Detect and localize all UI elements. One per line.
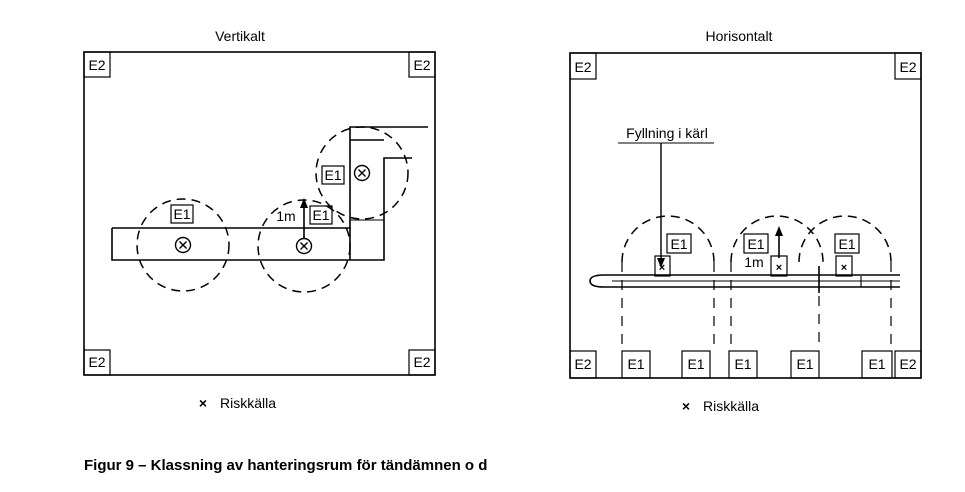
corner-zone-box [569, 52, 597, 80]
duct-upper-edge [112, 126, 428, 229]
floor-zone-e1-label: E1 [734, 356, 751, 372]
risk-source-marker: × [776, 262, 782, 274]
floor-zone-e1-label: E1 [868, 356, 885, 372]
corner-zone-box [894, 52, 922, 80]
duct-lower-edge [111, 157, 412, 261]
corner-zone-box [408, 51, 436, 78]
hazard-zone-arc [621, 215, 715, 263]
zone-e1-label: E1 [747, 236, 764, 252]
floor-zone-e1-box [681, 350, 711, 379]
zone-e1-label: E1 [324, 167, 341, 183]
container-box [654, 255, 671, 277]
risk-source-marker: × [659, 262, 665, 274]
corner-zone-label: E2 [574, 356, 591, 372]
corner-zone-label: E2 [413, 57, 430, 73]
floor-zone-e1-label: E1 [627, 356, 644, 372]
risk-source-marker [174, 236, 192, 254]
pipe-end [589, 274, 605, 288]
floor-zone-e1-box [621, 350, 651, 379]
risk-source-marker [353, 164, 371, 182]
hazard-zone-circle [315, 126, 409, 220]
floor-zone-e1-label: E1 [796, 356, 813, 372]
container-box [835, 255, 853, 277]
corner-zone-label: E2 [413, 354, 430, 370]
distance-label: 1m [276, 208, 295, 224]
corner-zone-label: E2 [899, 356, 916, 372]
corner-zone-box [894, 350, 922, 379]
floor-zone-e1-box [790, 350, 820, 379]
vertical-room-outline [83, 51, 436, 376]
risk-source-marker: × [841, 262, 847, 274]
risk-source-legend-label: Riskkälla [220, 395, 276, 411]
hazard-zone-arc [798, 215, 892, 263]
corner-zone-label: E2 [574, 59, 591, 75]
zone-e1-box [170, 204, 194, 224]
horizontal-panel: Horisontalt E2 E2 E2 E1 E1 E1 E1 E1 E2 [569, 28, 922, 414]
zone-e1-label: E1 [670, 236, 687, 252]
distance-label: 1m [744, 254, 763, 270]
zone-e1-label: E1 [312, 207, 329, 223]
corner-zone-box [83, 51, 111, 78]
zone-e1-box [309, 205, 333, 225]
zone-e1-box [321, 165, 345, 185]
corner-zone-box [408, 349, 436, 376]
horizontal-panel-title: Horisontalt [706, 28, 773, 44]
figure-caption: Figur 9 – Klassning av hanteringsrum för… [84, 457, 487, 474]
corner-zone-label: E2 [899, 59, 916, 75]
zone-e1-box [743, 233, 769, 254]
vertical-panel: Vertikalt E2 E2 E2 E2 [83, 28, 436, 411]
risk-source-legend-label: Riskkälla [703, 398, 759, 414]
risk-source-marker [295, 237, 313, 255]
zone-e1-box [666, 233, 692, 254]
vertical-panel-title: Vertikalt [215, 28, 265, 44]
floor-zone-e1-label: E1 [687, 356, 704, 372]
hazard-zone-circle [136, 198, 230, 292]
risk-source-legend-symbol: × [199, 395, 207, 411]
risk-source-legend-symbol: × [682, 398, 690, 414]
zone-e1-label: E1 [173, 206, 190, 222]
filling-annotation-label: Fyllning i kärl [626, 125, 708, 141]
pipe-outline [604, 274, 900, 288]
corner-zone-box [569, 350, 597, 379]
corner-zone-box [83, 349, 111, 376]
hazard-zone-arc [730, 215, 824, 263]
corner-zone-label: E2 [88, 57, 105, 73]
corner-zone-label: E2 [88, 354, 105, 370]
floor-zone-e1-box [861, 350, 893, 379]
floor-zone-e1-box [728, 350, 758, 379]
horizontal-room-outline [569, 52, 922, 379]
zone-boundary-lines [621, 262, 892, 346]
zone-e1-box [834, 233, 860, 254]
zone-e1-label: E1 [838, 236, 855, 252]
